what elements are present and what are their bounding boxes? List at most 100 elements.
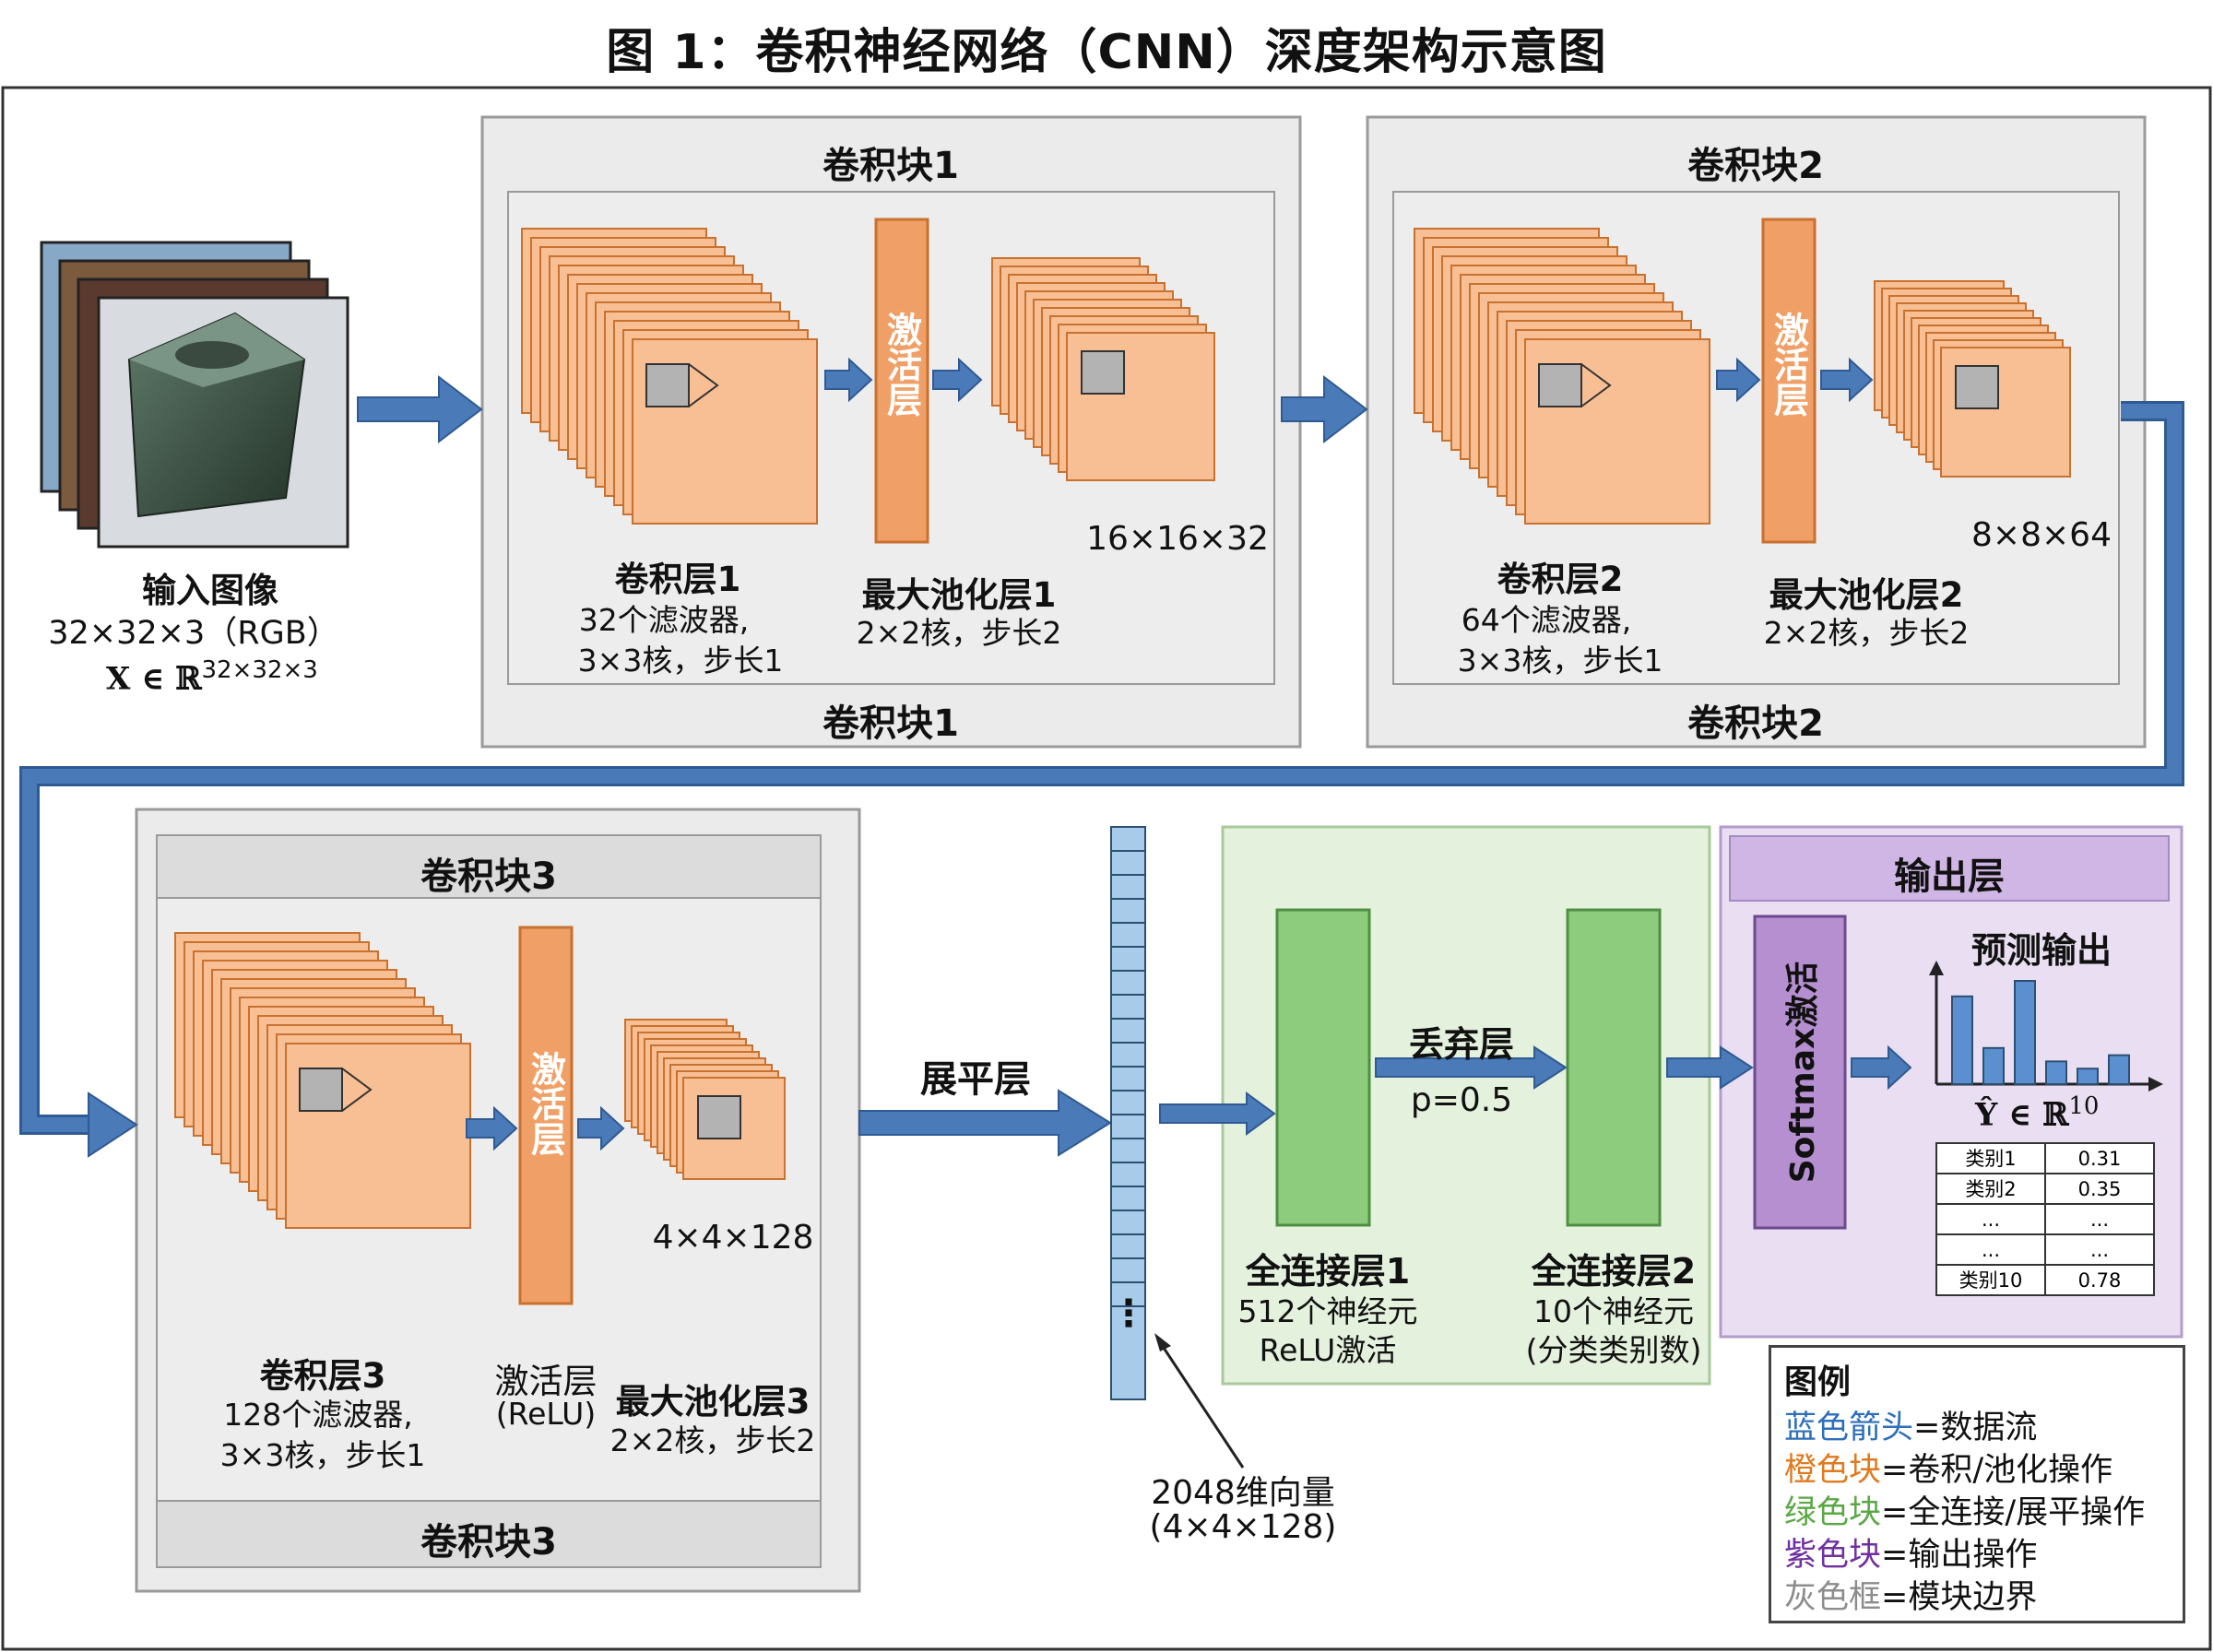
legend-item: 蓝色箭头=数据流 (1784, 1401, 2037, 1448)
legend-key: 蓝色箭头 (1784, 1410, 1914, 1446)
legend-key: 橙色块 (1784, 1452, 1882, 1489)
table-class-value: 0.35 (2078, 1178, 2122, 1200)
vector-cell (1110, 1281, 1146, 1307)
pool1-feature-maps (991, 257, 1215, 481)
dropout-p: p=0.5 (1410, 1081, 1513, 1119)
pool2-line1: 2×2核，步长2 (1763, 615, 1970, 651)
arrow-conv2-to-act2 (1716, 357, 1761, 403)
softmax-label: Softmax激活 (1784, 961, 1822, 1184)
vector-label: 2048维向量 (1151, 1474, 1335, 1512)
table-class-label: 类别2 (1965, 1178, 2016, 1200)
fc2-name: 全连接层2 (1531, 1251, 1697, 1292)
pred-bar (2045, 1060, 2067, 1085)
arrow-block3-to-flatten (858, 1089, 1112, 1157)
arrow-fc2-to-softmax (1666, 1045, 1754, 1090)
conv2-feature-maps (1414, 228, 1710, 525)
pool3-name: 最大池化层3 (615, 1382, 811, 1422)
arrow-softmax-to-pred (1851, 1044, 1912, 1091)
pooled-square (1955, 365, 1999, 409)
fc1-line1: 512个神经元 (1237, 1293, 1418, 1329)
pool2-name: 最大池化层2 (1769, 575, 1964, 615)
vector-cell (1110, 1066, 1146, 1092)
block1-output-dims: 16×16×32 (1086, 520, 1269, 558)
block2-title: 卷积块2 (1687, 145, 1824, 187)
flatten-vector (1110, 826, 1146, 1400)
conv1-name: 卷积层1 (614, 560, 741, 599)
conv1-line2: 3×3核，步长1 (577, 643, 784, 678)
vector-cell (1110, 946, 1146, 972)
conv2-name: 卷积层2 (1497, 560, 1624, 599)
output-math: Ŷ ∈ ℝ10 (1975, 1092, 2099, 1133)
arrow-act3-to-pool3 (577, 1105, 625, 1151)
conv1-line1: 32个滤波器, (578, 602, 750, 638)
fc2-line2: (分类类别数) (1525, 1332, 1702, 1368)
input-math-main: X ∈ ℝ (106, 660, 202, 698)
table-cell (2044, 1203, 2155, 1235)
softmax-bar (1753, 914, 1847, 1230)
pred-bar (1951, 995, 1973, 1086)
table-class-label: 类别10 (1959, 1269, 2023, 1292)
kernel-square (1538, 363, 1582, 407)
legend-item: 灰色框=模块边界 (1784, 1571, 2037, 1618)
fc1-bar (1275, 908, 1371, 1227)
conv3-line2: 3×3核，步长1 (219, 1437, 426, 1473)
pool3-line1: 2×2核，步长2 (609, 1422, 816, 1458)
arrow-conv1-to-act1 (824, 357, 873, 403)
legend-text: =输出操作 (1881, 1537, 2038, 1574)
table-class-label: 类别1 (1965, 1148, 2016, 1170)
pool3-feature-maps (624, 1019, 786, 1180)
vector-cell (1110, 1210, 1146, 1235)
arrow-conv3-to-act3 (466, 1105, 518, 1151)
vector-cell (1110, 1042, 1146, 1068)
conv2-line1: 64个滤波器, (1461, 602, 1632, 638)
kernel-square (299, 1068, 343, 1112)
vector-tail-cell (1110, 1305, 1146, 1400)
input-dims: 32×32×3（RGB） (48, 615, 339, 652)
block3-header (156, 834, 822, 899)
vector-cell (1110, 1090, 1146, 1115)
fc2-line1: 10个神经元 (1533, 1293, 1694, 1329)
fc1-line2: ReLU激活 (1259, 1332, 1397, 1368)
output-math-sup: 10 (2068, 1092, 2100, 1120)
block2-activation-bar (1761, 218, 1817, 544)
prediction-bar-chart (1929, 961, 2163, 1092)
input-label: 输入图像 (142, 571, 278, 610)
arrow-block1-to-block2 (1281, 374, 1368, 444)
block3-title: 卷积块3 (420, 856, 557, 898)
legend-text: =数据流 (1913, 1410, 2038, 1446)
block3-activation-bar (518, 926, 574, 1305)
vector-sub: (4×4×128) (1149, 1508, 1337, 1546)
block1-footer: 卷积块1 (822, 702, 959, 745)
legend-key: 绿色块 (1784, 1494, 1882, 1531)
block3-footer (156, 1500, 822, 1568)
table-cell (2044, 1264, 2155, 1296)
conv3-line1: 128个滤波器, (223, 1397, 413, 1433)
block1-activation-bar (874, 218, 929, 544)
pred-y-arrowhead (1929, 961, 1944, 975)
pred-bar (1982, 1046, 2005, 1086)
table-class-label: ... (1982, 1239, 2000, 1261)
vector-cell (1110, 826, 1146, 852)
legend-text: =全连接/展平操作 (1881, 1494, 2146, 1531)
vector-annotation-line (1158, 1341, 1245, 1469)
conv1-feature-maps (521, 228, 818, 525)
legend-key: 灰色框 (1784, 1579, 1882, 1616)
pred-bar (2077, 1068, 2099, 1085)
vector-cell (1110, 1162, 1146, 1187)
legend-text: =卷积/池化操作 (1881, 1452, 2113, 1489)
arrow-fc1-to-fc2 (1375, 1045, 1568, 1090)
block1-title: 卷积块1 (822, 145, 959, 187)
arrow-wrap-head (88, 1092, 138, 1158)
block2-footer: 卷积块2 (1687, 702, 1824, 745)
input-math: X ∈ ℝ32×32×3 (106, 656, 318, 697)
vector-cell (1110, 850, 1146, 876)
conv3-feature-maps (174, 932, 471, 1229)
legend-item: 紫色块=输出操作 (1784, 1528, 2037, 1575)
block2-activation-label: 激活层 (1768, 312, 1809, 417)
vector-cell (1110, 922, 1146, 948)
arrow-act2-to-pool2 (1820, 357, 1874, 403)
legend-item: 绿色块=全连接/展平操作 (1784, 1486, 2145, 1533)
block3-output-dims: 4×4×128 (652, 1219, 814, 1257)
table-class-value: ... (2090, 1209, 2109, 1231)
